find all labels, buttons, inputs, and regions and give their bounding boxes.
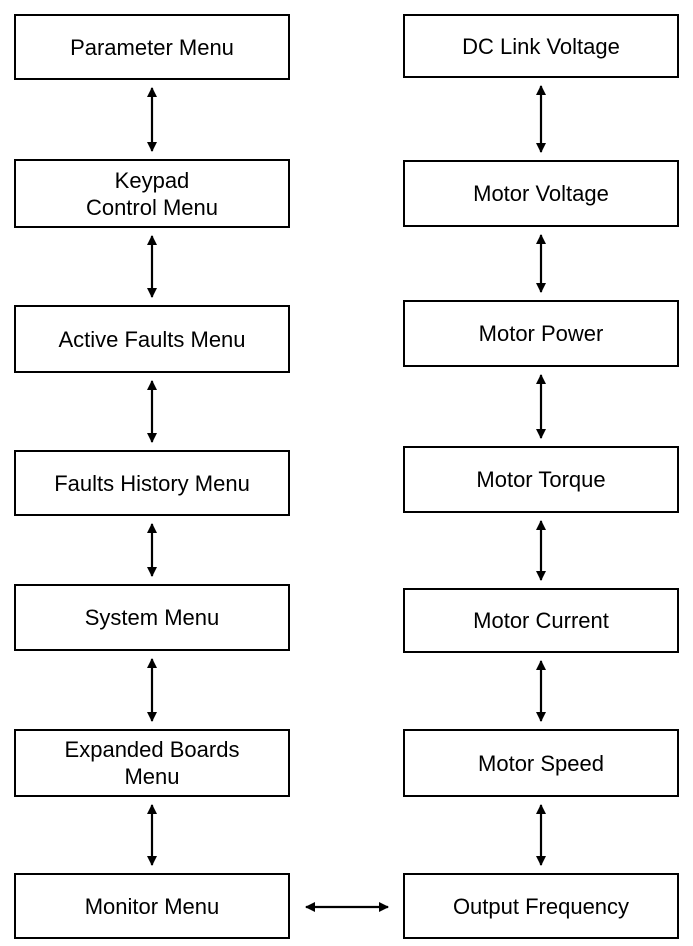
parameter-menu-box: Parameter Menu [14,14,290,80]
box-label: Expanded Boards Menu [64,737,240,789]
motor-voltage-box: Motor Voltage [403,160,679,227]
box-label: Monitor Menu [84,893,220,919]
box-label: Motor Power [478,321,604,346]
box-label: DC Link Voltage [462,33,620,59]
box-label: Active Faults Menu [58,326,246,352]
box-label: Motor Voltage [473,181,609,206]
motor-speed-box: Motor Speed [403,729,679,797]
box-label: Parameter Menu [70,34,234,60]
active-faults-menu-box: Active Faults Menu [14,305,290,373]
expanded-boards-menu-box: Expanded Boards Menu [14,729,290,797]
motor-torque-box: Motor Torque [403,446,679,513]
motor-current-box: Motor Current [403,588,679,653]
monitor-menu-box: Monitor Menu [14,873,290,939]
box-label: Motor Torque [476,467,606,492]
box-label: Keypad Control Menu [85,167,219,220]
box-label: Output Frequency [452,893,630,919]
system-menu-box: System Menu [14,584,290,651]
box-label: Motor Speed [478,750,604,776]
faults-history-menu-box: Faults History Menu [14,450,290,516]
box-label: Faults History Menu [54,470,250,496]
motor-power-box: Motor Power [403,300,679,367]
box-label: System Menu [84,605,220,630]
box-label: Motor Current [473,608,609,633]
output-frequency-box: Output Frequency [403,873,679,939]
keypad-control-menu-box: Keypad Control Menu [14,159,290,228]
dc-link-voltage-box: DC Link Voltage [403,14,679,78]
